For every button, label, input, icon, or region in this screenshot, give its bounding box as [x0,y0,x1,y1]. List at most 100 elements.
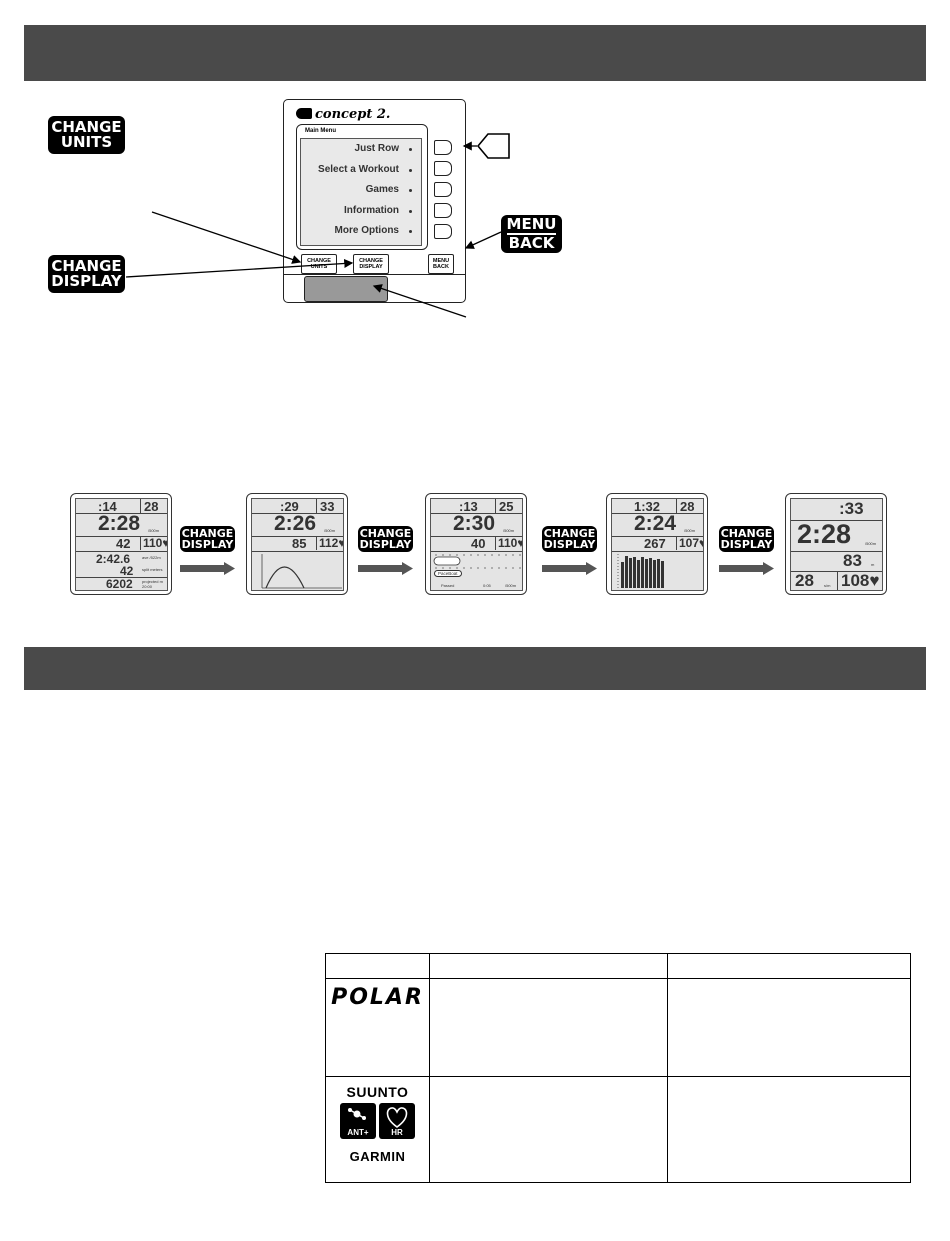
projected-label: projected m 20:00 [142,579,163,589]
divider [676,536,677,550]
menu-dot [409,148,412,151]
table-cell [428,978,669,1077]
change-display-line1: CHANGE [51,256,122,275]
force-curve-graph [261,554,342,589]
menu-item-select-workout[interactable]: Select a Workout [318,164,399,175]
softkey-4[interactable] [434,203,452,218]
change-units-line1: CHANGE [51,117,122,136]
table-cell [428,1076,669,1183]
menu-item-information[interactable]: Information [344,205,399,216]
section-header-bar-bottom [24,647,926,690]
lcd-screen: Main Menu Just Row Select a Workout Game… [296,124,428,250]
pace-boat-lanes [433,554,521,569]
tag-line2: DISPLAY [543,538,596,551]
softkey-5[interactable] [434,224,452,239]
tag-line2: DISPLAY [181,538,234,551]
divider [76,577,167,578]
divider [316,499,317,513]
menu-item-just-row[interactable]: Just Row [354,143,399,154]
menu-back-button[interactable]: MENU BACK [428,254,454,274]
tag-line1: CHANGE [720,526,773,540]
divider [612,536,703,537]
right-arrow-icon [358,562,413,575]
heart-rate: 108♥ [841,571,880,590]
change-display-callout: CHANGE DISPLAY [48,255,125,293]
display-screen-pace-boat: :13 25 2:30 /500m 40 110♥ PaceBoat Passe… [425,493,527,595]
display-screen-bar-chart: 1:32 28 2:24 /500m 267 107♥ [606,493,708,595]
table-header-cell [428,953,669,979]
stroke-rate: 28 [680,499,695,514]
table-row: POLAR [325,978,911,1077]
divider [252,551,343,552]
divider [676,499,677,513]
heart-icon [386,1107,408,1128]
softkey-1[interactable] [434,140,452,155]
meters: 85 [292,536,307,551]
heart-rate: 110♥ [143,536,168,550]
elapsed-time: :29 [280,499,299,514]
divider [791,571,882,572]
change-display-tag-2: CHANGE DISPLAY [358,526,413,552]
elapsed-time: :33 [839,499,864,518]
units-btn-line2: UNITS [310,264,328,270]
meters: 40 [471,536,486,551]
hr-logo: HR [378,1103,415,1139]
stroke-rate: 28 [795,571,814,590]
change-display-button[interactable]: CHANGE DISPLAY [353,254,389,274]
divider [252,536,343,537]
suunto-logo: SUUNTO [346,1084,409,1100]
display-btn-line1: CHANGE [359,257,383,264]
tag-line1: CHANGE [359,526,412,540]
split-meters: 42 [120,564,134,578]
change-units-button[interactable]: CHANGE UNITS [301,254,337,274]
change-display-tag-4: CHANGE DISPLAY [719,526,774,552]
change-display-tag-3: CHANGE DISPLAY [542,526,597,552]
pace-unit: /500m [684,528,696,533]
right-arrow-icon [180,562,235,575]
section-header-bar-top [24,25,926,81]
divider [612,513,703,514]
menu-item-more-options[interactable]: More Options [334,225,399,236]
pace: 2:26 [274,512,317,535]
screen-2-lcd: :29 33 2:26 /500m 85 112♥ [251,498,344,591]
divider [140,536,141,550]
brand-text: concept 2. [315,107,391,122]
divider [76,551,167,552]
menu-back-callout: MENU BACK [501,215,562,253]
concept2-logo: concept 2. [296,107,390,122]
divider [495,536,496,550]
split-label: split meters [142,567,163,572]
softkey-3[interactable] [434,182,452,197]
time-ahead: 0:05 [483,583,491,588]
average-pace: 2:42.6 [96,552,131,566]
pace-unit: /500m [865,541,877,546]
divider [791,520,882,521]
usb-divider [284,274,465,275]
change-units-line2: UNITS [60,133,113,151]
polar-cell: POLAR [325,978,430,1077]
pace-unit: /500m [148,528,160,533]
divider [612,551,703,552]
divider [76,513,167,514]
table-header-cell [325,953,430,979]
average-label: ave /522m [142,555,161,560]
softkey-2[interactable] [434,161,452,176]
polar-logo: POLAR [331,985,424,1010]
elapsed-time: 1:32 [634,499,661,514]
divider [431,536,522,537]
divider [431,551,522,552]
heart-rate: 110♥ [498,536,523,550]
table-cell [667,1076,911,1183]
tag-line2: DISPLAY [720,538,773,551]
pace: 2:28 [797,519,852,549]
ant-plus-logo: ANT+ [339,1103,376,1139]
stroke-bar-chart [617,554,664,588]
display-screen-all-data: :14 28 2:28 /500m 42 110♥ 2:42.6 ave /52… [70,493,172,595]
menu-item-games[interactable]: Games [365,184,399,195]
hr-label: HR [391,1128,403,1137]
menu-btn-line1: MENU [432,257,450,264]
pace-boat-label: PaceBoat [434,570,462,577]
pm-monitor: concept 2. Main Menu Just Row Select a W… [283,99,466,303]
lcd-display: Main Menu Just Row Select a Workout Game… [300,128,422,246]
meters: 267 [644,536,666,551]
